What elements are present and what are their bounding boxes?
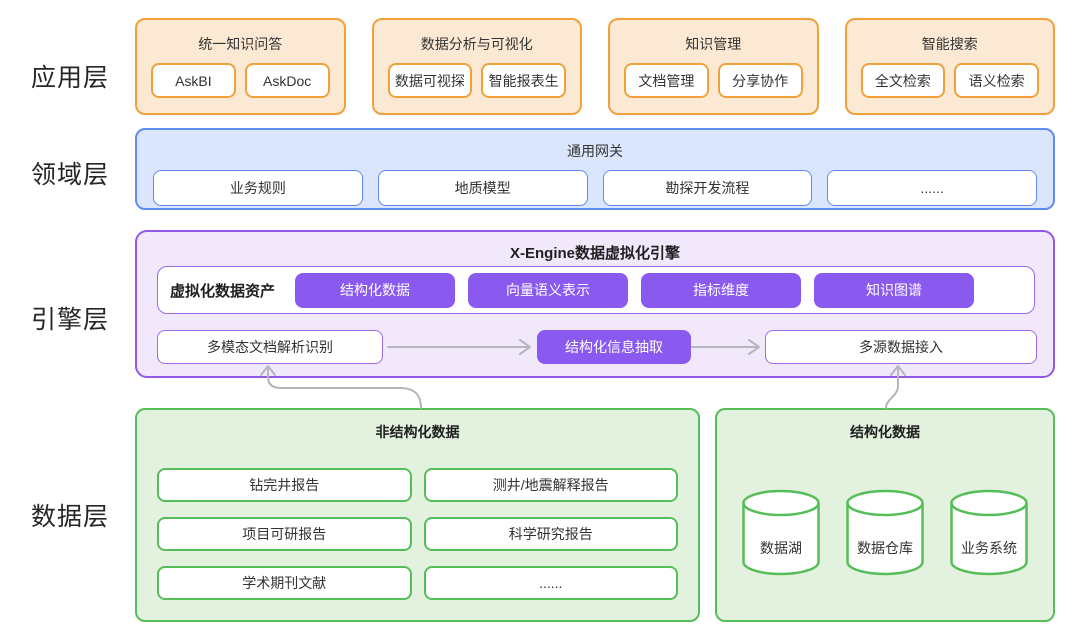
engine-layer-x-engine: X-Engine数据虚拟化引擎 虚拟化数据资产 结构化数据 向量语义表示 指标维… (135, 230, 1055, 378)
doc-item: 学术期刊文献 (157, 566, 412, 600)
pipeline-multi-source: 多源数据接入 (765, 330, 1037, 364)
pipeline-info-extract: 结构化信息抽取 (537, 330, 691, 364)
assets-label: 虚拟化数据资产 (170, 282, 276, 300)
unstructured-title: 非结构化数据 (375, 424, 460, 440)
layer-label-data: 数据层 (30, 503, 109, 531)
group-items: 全文检索 语义检索 (860, 63, 1039, 98)
domain-item: 勘探开发流程 (602, 170, 813, 206)
app-item: 语义检索 (954, 63, 1039, 98)
app-item: AskBI (151, 63, 236, 98)
database-cylinder-data-lake: 数据湖 (741, 488, 821, 578)
cylinder-label: 数据仓库 (857, 540, 913, 556)
cylinder-label: 业务系统 (961, 540, 1017, 556)
app-item: 智能报表生 (481, 63, 566, 98)
asset-pill: 结构化数据 (295, 272, 456, 308)
unstructured-data-panel: 非结构化数据 钻完井报告 测井/地震解释报告 项目可研报告 科学研究报告 学术期… (135, 408, 700, 622)
application-layer: 统一知识问答 AskBI AskDoc 数据分析与可视化 数据可视探 智能报表生… (135, 18, 1055, 115)
group-items: AskBI AskDoc (151, 63, 330, 98)
group-items: 文档管理 分享协作 (624, 63, 803, 98)
doc-item: 项目可研报告 (157, 517, 412, 551)
database-cylinders: 数据湖 数据仓库 业务系统 (717, 488, 1053, 578)
app-item: 数据可视探 (387, 63, 473, 98)
doc-item: 测井/地震解释报告 (423, 468, 678, 502)
pipeline-doc-parsing: 多模态文档解析识别 (157, 330, 383, 364)
group-title: 智能搜索 (921, 36, 978, 52)
asset-pill: 知识图谱 (814, 272, 975, 308)
domain-item: ...... (827, 170, 1037, 206)
domain-item: 业务规则 (153, 170, 363, 206)
app-group-analytics: 数据分析与可视化 数据可视探 智能报表生 (371, 18, 582, 115)
cylinder-icon (846, 489, 924, 576)
group-title: 统一知识问答 (198, 36, 283, 52)
virtual-assets-panel: 虚拟化数据资产 结构化数据 向量语义表示 指标维度 知识图谱 (157, 266, 1035, 314)
domain-item: 地质模型 (377, 170, 588, 206)
gateway-title: 通用网关 (567, 143, 623, 159)
doc-item: 钻完井报告 (157, 468, 412, 502)
layer-label-engine: 引擎层 (30, 306, 109, 334)
engine-title: X-Engine数据虚拟化引擎 (509, 245, 680, 262)
database-cylinder-warehouse: 数据仓库 (845, 488, 925, 578)
unstructured-items: 钻完井报告 测井/地震解释报告 项目可研报告 科学研究报告 学术期刊文献 ...… (157, 468, 678, 600)
domain-layer-gateway: 通用网关 业务规则 地质模型 勘探开发流程 ...... (135, 128, 1055, 210)
app-item: 分享协作 (717, 63, 803, 98)
layer-label-application: 应用层 (30, 64, 109, 92)
cylinder-label: 数据湖 (760, 540, 802, 556)
structured-title: 结构化数据 (850, 424, 920, 440)
asset-pill: 指标维度 (641, 272, 802, 308)
asset-pill: 向量语义表示 (468, 272, 629, 308)
app-item: 文档管理 (624, 63, 709, 98)
database-cylinder-business-system: 业务系统 (949, 488, 1029, 578)
cylinder-icon (950, 489, 1028, 576)
doc-item: ...... (423, 566, 678, 600)
group-items: 数据可视探 智能报表生 (387, 63, 566, 98)
app-item: AskDoc (244, 63, 330, 98)
group-title: 数据分析与可视化 (420, 36, 533, 52)
doc-item: 科学研究报告 (423, 517, 678, 551)
app-group-knowledge-qa: 统一知识问答 AskBI AskDoc (135, 18, 346, 115)
app-group-knowledge-mgmt: 知识管理 文档管理 分享协作 (608, 18, 819, 115)
app-group-smart-search: 智能搜索 全文检索 语义检索 (844, 18, 1055, 115)
cylinder-icon (742, 489, 820, 576)
app-item: 全文检索 (860, 63, 946, 98)
structured-data-panel: 结构化数据 数据湖 数据仓库 业 (715, 408, 1055, 622)
layer-label-domain: 领域层 (30, 161, 109, 189)
gateway-items: 业务规则 地质模型 勘探开发流程 ...... (153, 170, 1037, 206)
group-title: 知识管理 (685, 36, 742, 52)
